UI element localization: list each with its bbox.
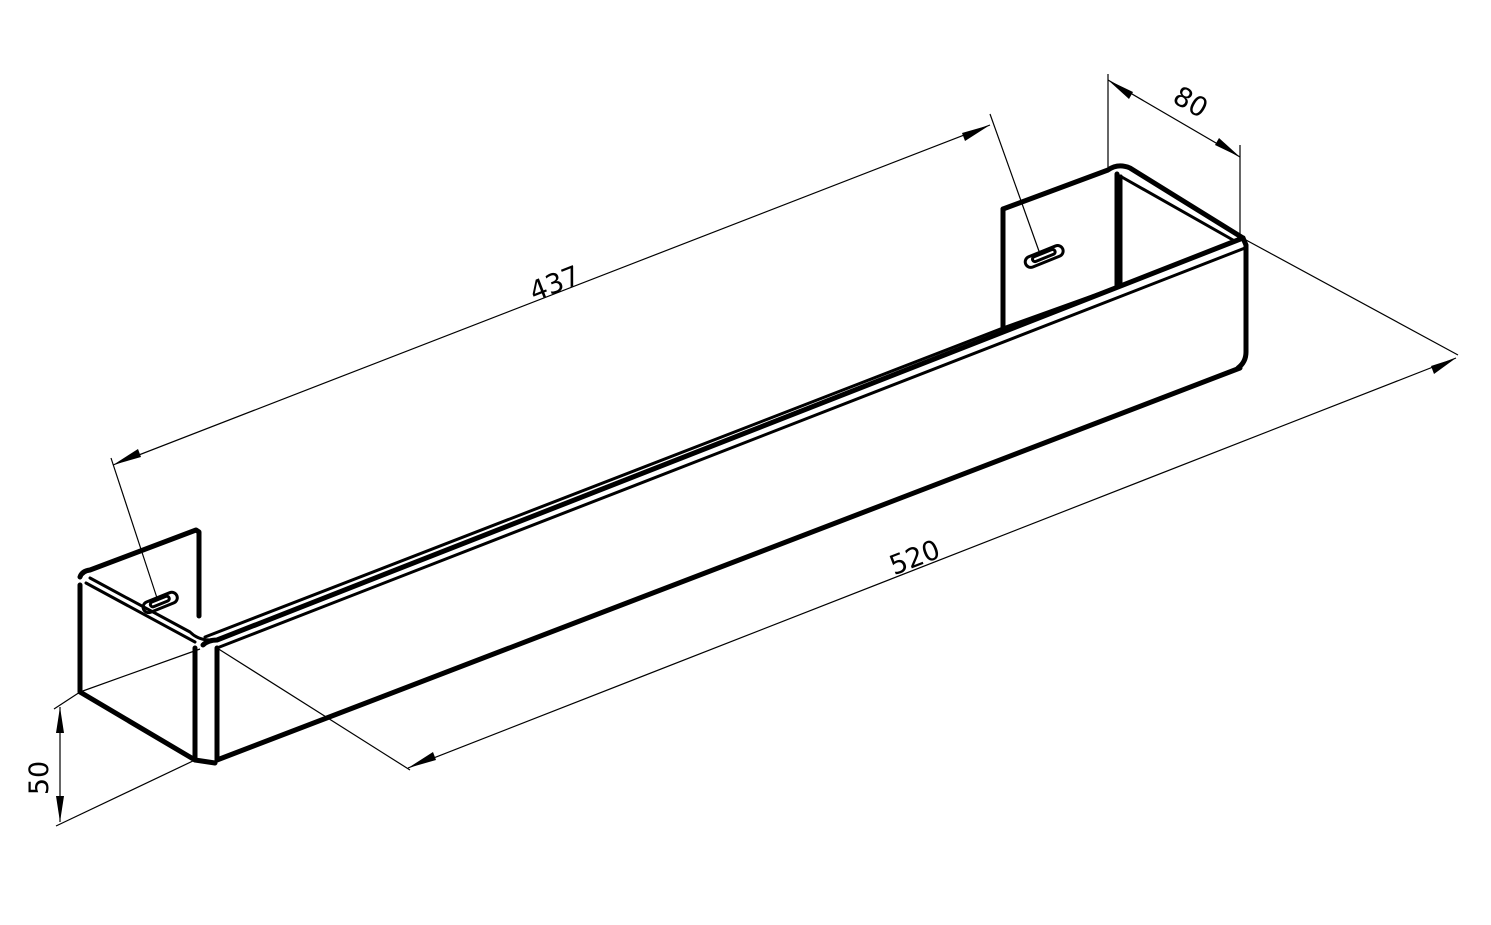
mounting-slots bbox=[141, 244, 1065, 615]
front-top-edge bbox=[200, 235, 1246, 648]
dimension-text-437: 437 bbox=[525, 260, 584, 308]
dimension-text-520: 520 bbox=[885, 534, 944, 582]
right-end-top bbox=[1000, 163, 1246, 241]
front-top-inner-edge bbox=[215, 246, 1247, 650]
left-bend-front bbox=[192, 645, 220, 763]
right-end-front bbox=[1235, 235, 1249, 371]
right-slot bbox=[1023, 244, 1065, 269]
left-slot bbox=[141, 590, 179, 615]
dimension-50: 50 bbox=[24, 648, 201, 827]
dimension-80: 80 bbox=[1107, 74, 1241, 238]
right-inner-back bbox=[1001, 174, 1123, 330]
back-inner-edge bbox=[203, 326, 1005, 639]
dimension-437: 437 bbox=[110, 113, 1041, 602]
right-end-inner-top bbox=[1118, 174, 1235, 242]
dimension-520: 520 bbox=[216, 239, 1459, 771]
left-end-plate-top bbox=[77, 527, 202, 619]
left-end-plate bbox=[77, 582, 218, 766]
left-inner-edge bbox=[84, 581, 197, 644]
towel-bar-outline bbox=[77, 163, 1249, 766]
dimension-text-50: 50 bbox=[24, 761, 55, 795]
right-end-plate bbox=[1000, 171, 1120, 331]
left-plate-inner-top bbox=[88, 576, 212, 642]
front-bottom-edge bbox=[214, 365, 1243, 763]
